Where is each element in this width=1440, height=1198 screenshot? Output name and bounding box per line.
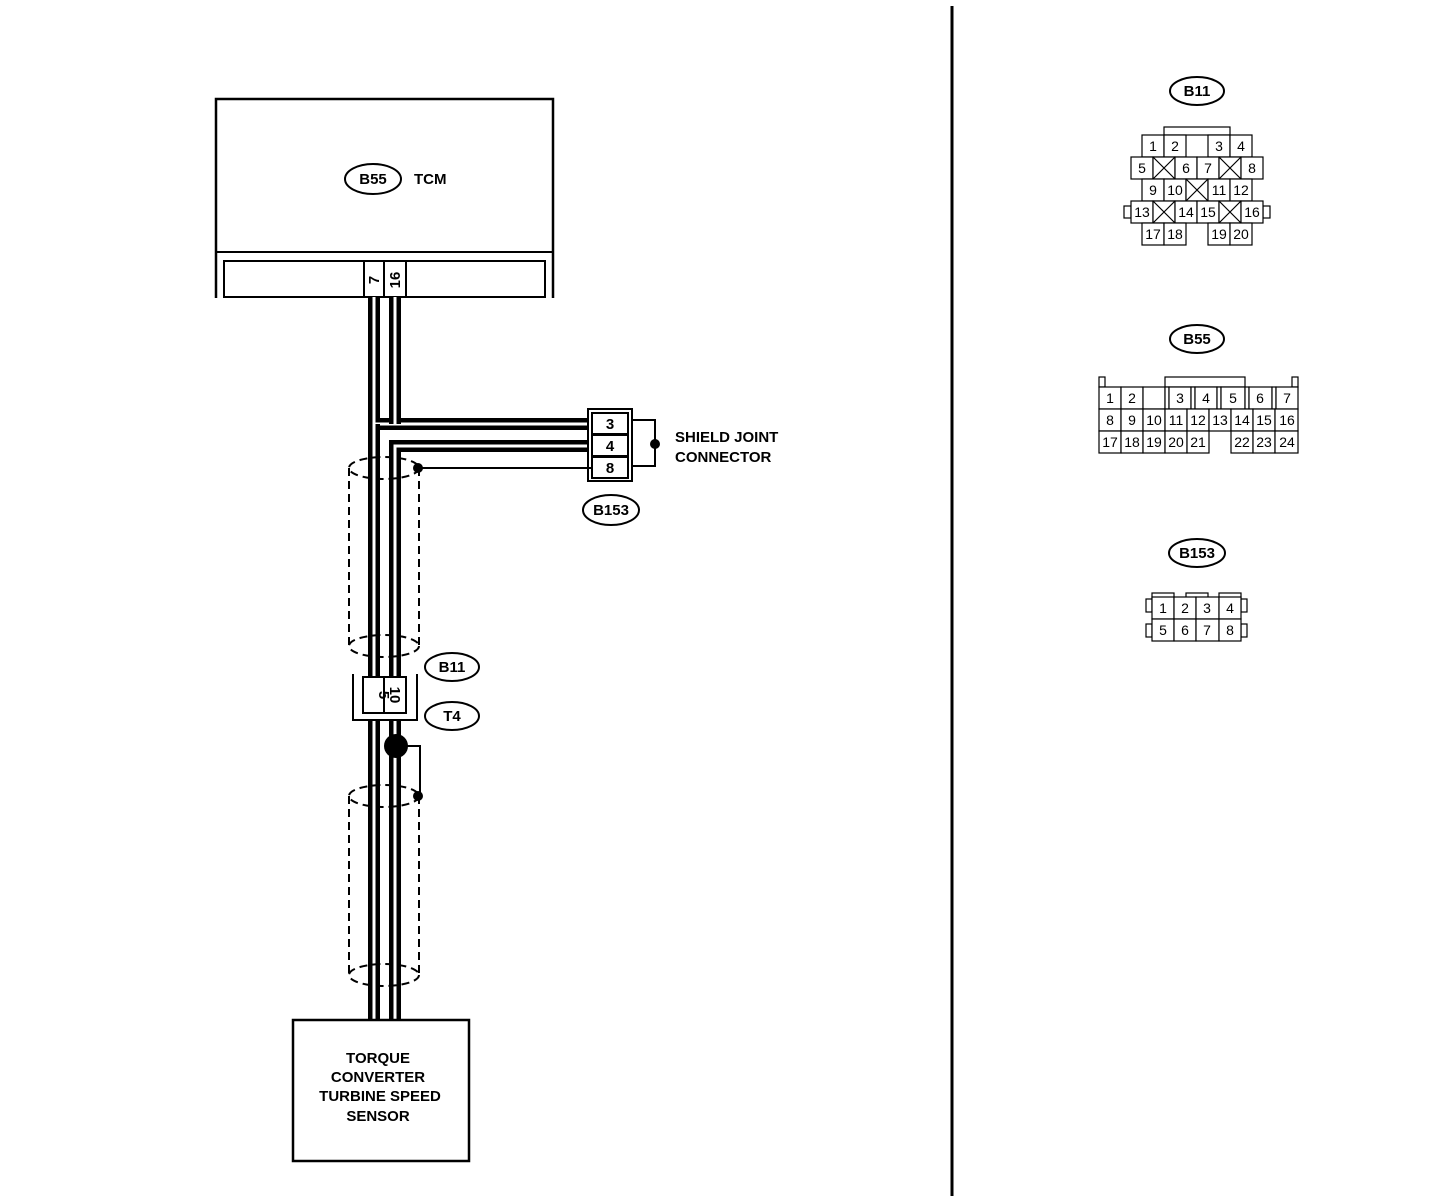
wires: [368, 297, 592, 1020]
tcm-connector-id: B55: [359, 171, 387, 188]
b11-pin: 6: [1182, 160, 1190, 176]
b11-pin: 3: [1215, 138, 1223, 154]
shield-lower: [348, 784, 420, 987]
b11-pin: 11: [1212, 182, 1227, 198]
turbine-speed-sensor: TORQUE CONVERTER TURBINE SPEED SENSOR: [291, 1018, 471, 1163]
b55-pin: 7: [1283, 390, 1291, 406]
b55-pin: 24: [1279, 434, 1295, 450]
b11-pin: 12: [1233, 182, 1249, 198]
b55-pin: 13: [1212, 412, 1228, 428]
b55-pin: 3: [1176, 390, 1184, 406]
b11-pin: 17: [1145, 226, 1161, 242]
b55-view-labels: B55 1 2 3 4 5 6 7 8 9 10 11 12 13 14 15 …: [1102, 331, 1295, 450]
b11-pin: 14: [1178, 204, 1194, 220]
sensor-label-2: CONVERTER: [331, 1069, 425, 1086]
b55-pin: 10: [1146, 412, 1162, 428]
b11-pin: 2: [1171, 138, 1179, 154]
splice-point: [384, 734, 408, 758]
b153-view-labels: B153 1 2 3 4 5 6 7 8: [1159, 545, 1234, 638]
b11-pin: 5: [1138, 160, 1146, 176]
b11-id: B11: [439, 659, 466, 676]
wire-pin7: [368, 297, 588, 430]
b55-pin: 8: [1106, 412, 1114, 428]
b153-pin: 4: [1226, 600, 1234, 616]
b55-view-id: B55: [1183, 331, 1211, 348]
b153-pin: 6: [1181, 622, 1189, 638]
joint-pin-3: 3: [606, 416, 614, 433]
b11-id-badge: [424, 652, 480, 682]
joint-pin-4: 4: [606, 438, 615, 455]
sensor-label-1: TORQUE: [346, 1050, 410, 1067]
b153-pin: 1: [1159, 600, 1167, 616]
b11-view-id: B11: [1184, 83, 1211, 100]
shield-joint-label-1: SHIELD JOINT: [675, 429, 778, 446]
tcm-label: TCM: [414, 171, 447, 188]
b55-pin: 20: [1168, 434, 1184, 450]
b11-pin: 10: [1167, 182, 1183, 198]
b55-connector-view: [1098, 324, 1299, 454]
b55-pin: 2: [1128, 390, 1136, 406]
inline-pin-10: 10: [386, 687, 403, 704]
b55-pin: 23: [1256, 434, 1272, 450]
b11-view-labels: B11 1 2 3 4 5 6 7 8 9 10 11 12 13 14 15 …: [1134, 83, 1260, 242]
t4-id: T4: [443, 708, 461, 725]
sensor-label-4: SENSOR: [346, 1108, 410, 1125]
b11-pin: 16: [1244, 204, 1260, 220]
joint-bridge-dot: [650, 439, 660, 449]
b11-pin: 1: [1149, 138, 1157, 154]
tcm-pin-16: 16: [387, 272, 404, 289]
b55-pin: 9: [1128, 412, 1136, 428]
b11-pin: 7: [1204, 160, 1212, 176]
b11-pin: 9: [1149, 182, 1157, 198]
b55-pin: 1: [1106, 390, 1114, 406]
shield-drain-junction-lower: [413, 791, 423, 801]
b153-view-id: B153: [1179, 545, 1215, 562]
b11-pin: 8: [1248, 160, 1256, 176]
b55-pin: 14: [1234, 412, 1250, 428]
joint-pin-8: 8: [606, 460, 614, 477]
b153-id: B153: [593, 502, 629, 519]
b55-pin: 21: [1190, 434, 1206, 450]
b55-pin: 6: [1256, 390, 1264, 406]
b153-pin: 7: [1203, 622, 1211, 638]
tcm-connector-id-badge: [344, 163, 402, 195]
b55-pin: 17: [1102, 434, 1118, 450]
b153-pin: 3: [1203, 600, 1211, 616]
shield-upper: [348, 456, 420, 658]
shield-joint-connector: 3 4 8 B153 SHIELD JOINT CONNECTOR: [582, 408, 778, 526]
b11-pin: 15: [1200, 204, 1216, 220]
b153-pin: 8: [1226, 622, 1234, 638]
b55-pin: 19: [1146, 434, 1162, 450]
shield-drain-junction-upper: [413, 463, 423, 473]
b55-pin: 16: [1279, 412, 1295, 428]
b55-pin: 11: [1169, 412, 1184, 428]
tcm-pin-7: 7: [366, 276, 383, 284]
b153-pin: 5: [1159, 622, 1167, 638]
b11-pin: 18: [1167, 226, 1183, 242]
b55-pin: 22: [1234, 434, 1250, 450]
b153-id-badge: [582, 494, 640, 526]
shield-joint-label-2: CONNECTOR: [675, 449, 772, 466]
b11-pin: 13: [1134, 204, 1150, 220]
t4-id-badge: [424, 701, 480, 731]
inline-pin-5: 5: [375, 691, 392, 699]
b55-pin: 18: [1124, 434, 1140, 450]
b153-pin: 2: [1181, 600, 1189, 616]
b55-pin: 12: [1190, 412, 1206, 428]
tcm-pin-cells: 7 16: [363, 260, 407, 298]
b153-connector-view: [1145, 538, 1248, 642]
b55-pin: 5: [1229, 390, 1237, 406]
sensor-label-3: TURBINE SPEED: [319, 1088, 441, 1105]
b11-pin: 20: [1233, 226, 1249, 242]
b55-pin: 4: [1202, 390, 1210, 406]
b11-pin: 4: [1237, 138, 1245, 154]
b55-pin: 15: [1256, 412, 1272, 428]
b11-pin: 19: [1211, 226, 1227, 242]
inline-connector: 5 10 B11 T4: [352, 652, 480, 731]
b11-connector-view: [1123, 76, 1271, 246]
